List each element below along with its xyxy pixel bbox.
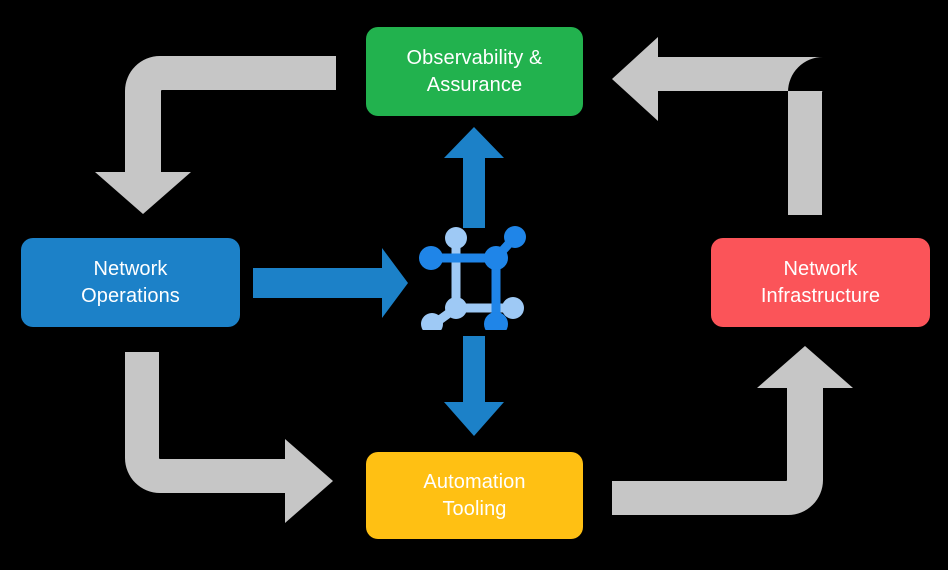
arrow-observability-to-operations bbox=[95, 56, 336, 214]
node-infrastructure-label-line2: Infrastructure bbox=[760, 284, 881, 307]
arrow-center-to-automation bbox=[444, 336, 504, 436]
arrow-operations-to-center bbox=[253, 248, 408, 318]
node-observability-label-line1: Observability & bbox=[406, 47, 543, 70]
node-operations-label: Network Operations bbox=[81, 256, 180, 309]
node-network-operations[interactable]: Network Operations bbox=[21, 238, 240, 327]
arrow-center-to-observability bbox=[444, 127, 504, 228]
node-observability-label-line2: Assurance bbox=[426, 73, 523, 96]
node-infrastructure-label-line1: Network bbox=[783, 258, 858, 281]
node-automation-label: Automation Tooling bbox=[423, 469, 525, 522]
node-network-infrastructure[interactable]: Network Infrastructure bbox=[711, 238, 930, 327]
arrow-infrastructure-to-observability bbox=[612, 37, 823, 215]
network-topology-icon bbox=[419, 226, 526, 330]
node-operations-label-line2: Operations bbox=[81, 284, 180, 307]
arrow-operations-to-automation bbox=[125, 352, 333, 523]
node-automation-label-line2: Tooling bbox=[442, 497, 507, 520]
node-observability-label: Observability & Assurance bbox=[407, 45, 543, 98]
node-automation-label-line1: Automation bbox=[423, 471, 526, 494]
icon-nodes-primary bbox=[419, 226, 526, 330]
arrow-automation-to-infrastructure bbox=[612, 346, 853, 515]
node-automation-tooling[interactable]: Automation Tooling bbox=[366, 452, 583, 539]
icon-nodes-secondary bbox=[421, 227, 524, 330]
node-observability-and-assurance[interactable]: Observability & Assurance bbox=[366, 27, 583, 116]
node-infrastructure-label: Network Infrastructure bbox=[761, 256, 880, 309]
node-operations-label-line1: Network bbox=[93, 258, 168, 281]
